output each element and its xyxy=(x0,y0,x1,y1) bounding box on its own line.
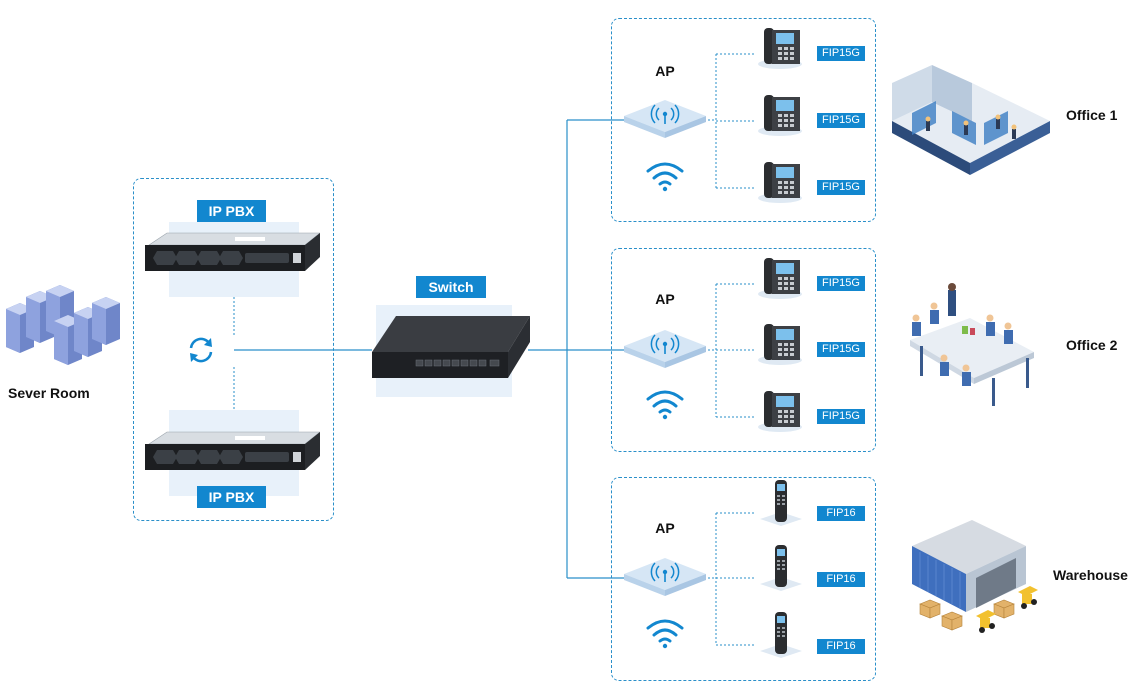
access-point-icon xyxy=(624,100,706,138)
access-point-icon xyxy=(624,558,706,596)
zone-box-2 xyxy=(611,248,876,452)
device-tag: FIP15G xyxy=(817,409,865,424)
pbx-bottom-label: IP PBX xyxy=(197,486,266,508)
pbx-top-label: IP PBX xyxy=(197,200,266,222)
switch-device xyxy=(372,316,530,378)
server-rack-icon xyxy=(6,285,120,365)
device-tag: FIP16 xyxy=(817,639,865,654)
site-label-office-1: Office 1 xyxy=(1066,107,1118,123)
zone-box-1 xyxy=(611,18,876,222)
site-label-warehouse: Warehouse xyxy=(1053,567,1128,583)
desk-phone-icon xyxy=(758,95,802,136)
device-tag: FIP15G xyxy=(817,113,865,128)
desk-phone-icon xyxy=(758,28,802,69)
device-tag: FIP15G xyxy=(817,342,865,357)
ap-label-2: AP xyxy=(655,291,675,307)
pbx-server-top xyxy=(145,232,320,271)
device-tag: FIP16 xyxy=(817,506,865,521)
zone-box-3 xyxy=(611,477,876,681)
ap-label-1: AP xyxy=(655,63,675,79)
meeting-icon xyxy=(910,283,1034,406)
wifi-icon xyxy=(646,162,684,192)
wifi-icon xyxy=(646,390,684,420)
site-label-office-2: Office 2 xyxy=(1066,337,1118,353)
handset-icon xyxy=(760,480,802,526)
desk-phone-icon xyxy=(758,258,802,299)
access-point-icon xyxy=(624,330,706,368)
device-tag: FIP15G xyxy=(817,180,865,195)
desk-phone-icon xyxy=(758,324,802,365)
switch-label: Switch xyxy=(416,276,486,298)
server-room-label: Sever Room xyxy=(8,385,90,401)
pbx-server-bottom xyxy=(145,431,320,470)
handset-icon xyxy=(760,545,802,591)
desk-phone-icon xyxy=(758,162,802,203)
sync-icon xyxy=(189,337,213,363)
device-tag: FIP16 xyxy=(817,572,865,587)
warehouse-icon xyxy=(912,520,1038,633)
desk-phone-icon xyxy=(758,391,802,432)
wifi-icon xyxy=(646,619,684,649)
ap-label-3: AP xyxy=(655,520,675,536)
device-tag: FIP15G xyxy=(817,276,865,291)
office-icon xyxy=(892,65,1050,175)
handset-icon xyxy=(760,612,802,658)
device-tag: FIP15G xyxy=(817,46,865,61)
pbx-group-box xyxy=(133,178,334,521)
